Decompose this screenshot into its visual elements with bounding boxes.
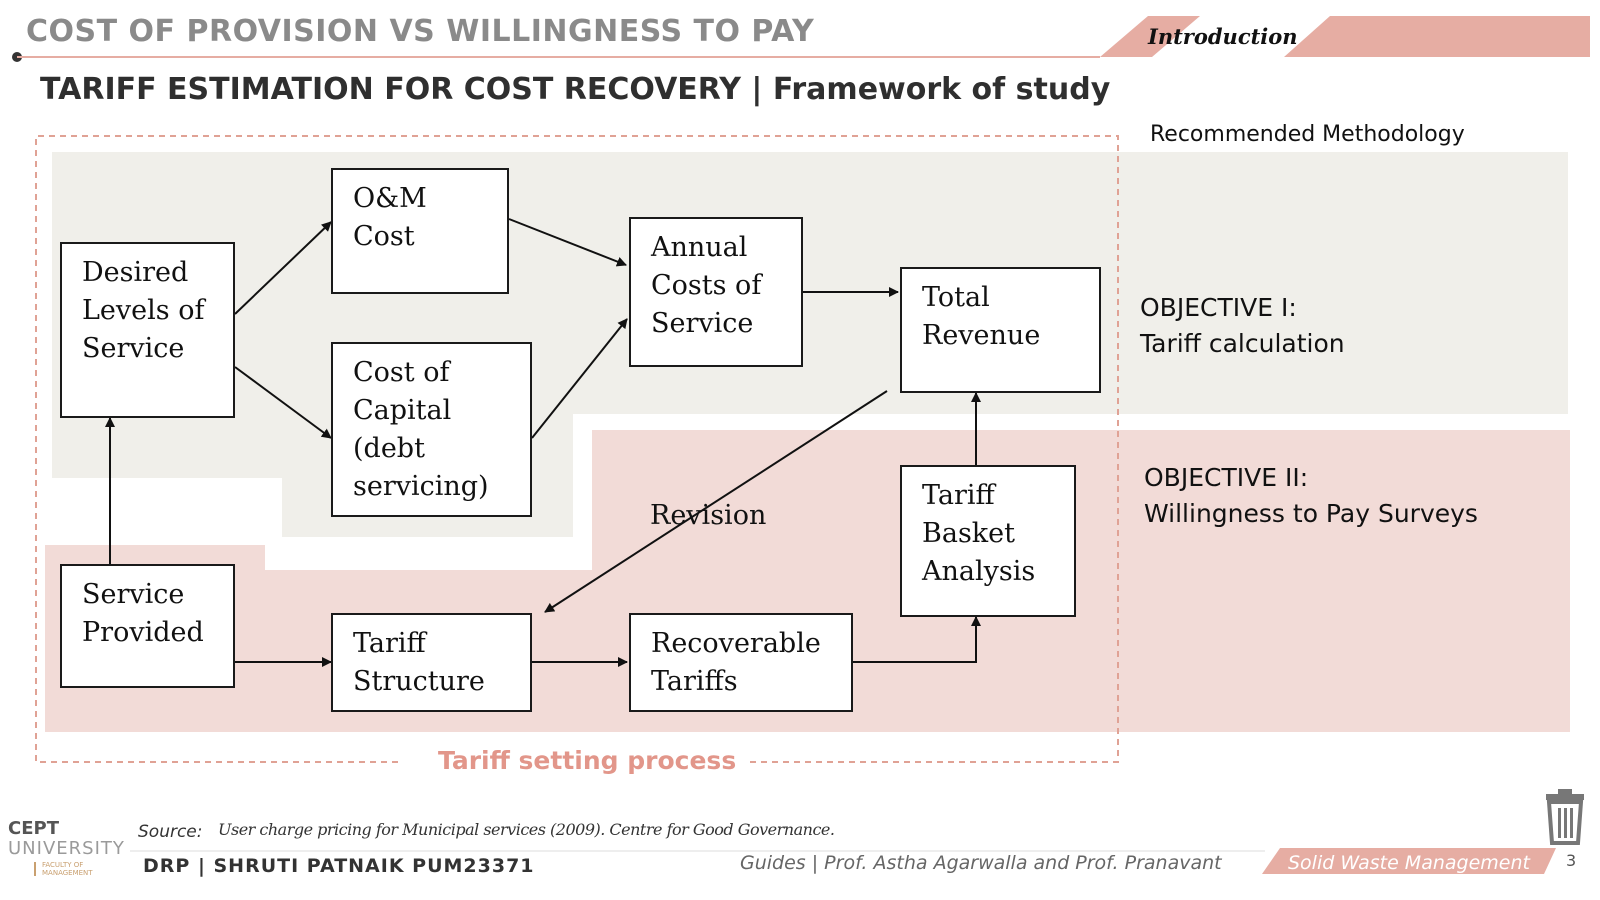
objective1-text: OBJECTIVE I: Tariff calculation	[1140, 293, 1345, 358]
trash-icon[interactable]	[1546, 789, 1584, 845]
tariff-process-frame	[35, 135, 1119, 763]
logo-text-faculty: FACULTY OF MANAGEMENT	[42, 861, 93, 877]
node-om-cost: O&M Cost	[331, 168, 509, 294]
section-label: Introduction	[1148, 24, 1298, 49]
logo-text-cept: CEPT	[8, 818, 59, 839]
guides-line: Guides | Prof. Astha Agarwalla and Prof.…	[740, 852, 1222, 874]
logo-text-university: UNIVERSITY	[8, 838, 125, 859]
arrow-desired-to-om	[234, 221, 332, 315]
arrow-recoverable-to-basket	[853, 616, 981, 663]
source-prefix: Source:	[138, 822, 203, 842]
header-accent-right	[1284, 16, 1590, 57]
arrow-revision	[544, 390, 888, 613]
header-accent-left	[1100, 16, 1200, 57]
revision-label: Revision	[650, 500, 767, 531]
node-tariff-structure: Tariff Structure	[331, 613, 532, 712]
slide-title: COST OF PROVISION VS WILLINGNESS TO PAY	[26, 14, 815, 49]
methodology-heading: Recommended Methodology	[1150, 122, 1465, 147]
source-citation: User charge pricing for Municipal servic…	[218, 820, 835, 839]
tariff-process-label: Tariff setting process	[424, 746, 751, 775]
node-cost-of-capital: Cost of Capital (debt servicing)	[331, 342, 532, 517]
slide-subtitle: TARIFF ESTIMATION FOR COST RECOVERY | Fr…	[40, 72, 1111, 107]
arrow-desired-to-capital	[234, 366, 332, 439]
footer-course-tab	[1262, 848, 1556, 874]
node-recoverable-tariffs: Recoverable Tariffs	[629, 613, 853, 712]
arrow-capital-to-annual	[531, 318, 628, 439]
author-line: DRP | SHRUTI PATNAIK PUM23371	[143, 855, 535, 877]
course-label: Solid Waste Management	[1288, 852, 1530, 874]
node-service-provided: Service Provided	[60, 564, 235, 688]
logo-divider	[34, 862, 36, 876]
node-total-revenue: Total Revenue	[900, 267, 1101, 393]
page-number: 3	[1566, 851, 1577, 870]
node-annual-costs: Annual Costs of Service	[629, 217, 803, 367]
node-tariff-basket: Tariff Basket Analysis	[900, 465, 1076, 617]
arrow-om-to-annual	[508, 218, 627, 267]
node-desired-levels: Desired Levels of Service	[60, 242, 235, 418]
objective2-text: OBJECTIVE II: Willingness to Pay Surveys	[1144, 463, 1478, 528]
